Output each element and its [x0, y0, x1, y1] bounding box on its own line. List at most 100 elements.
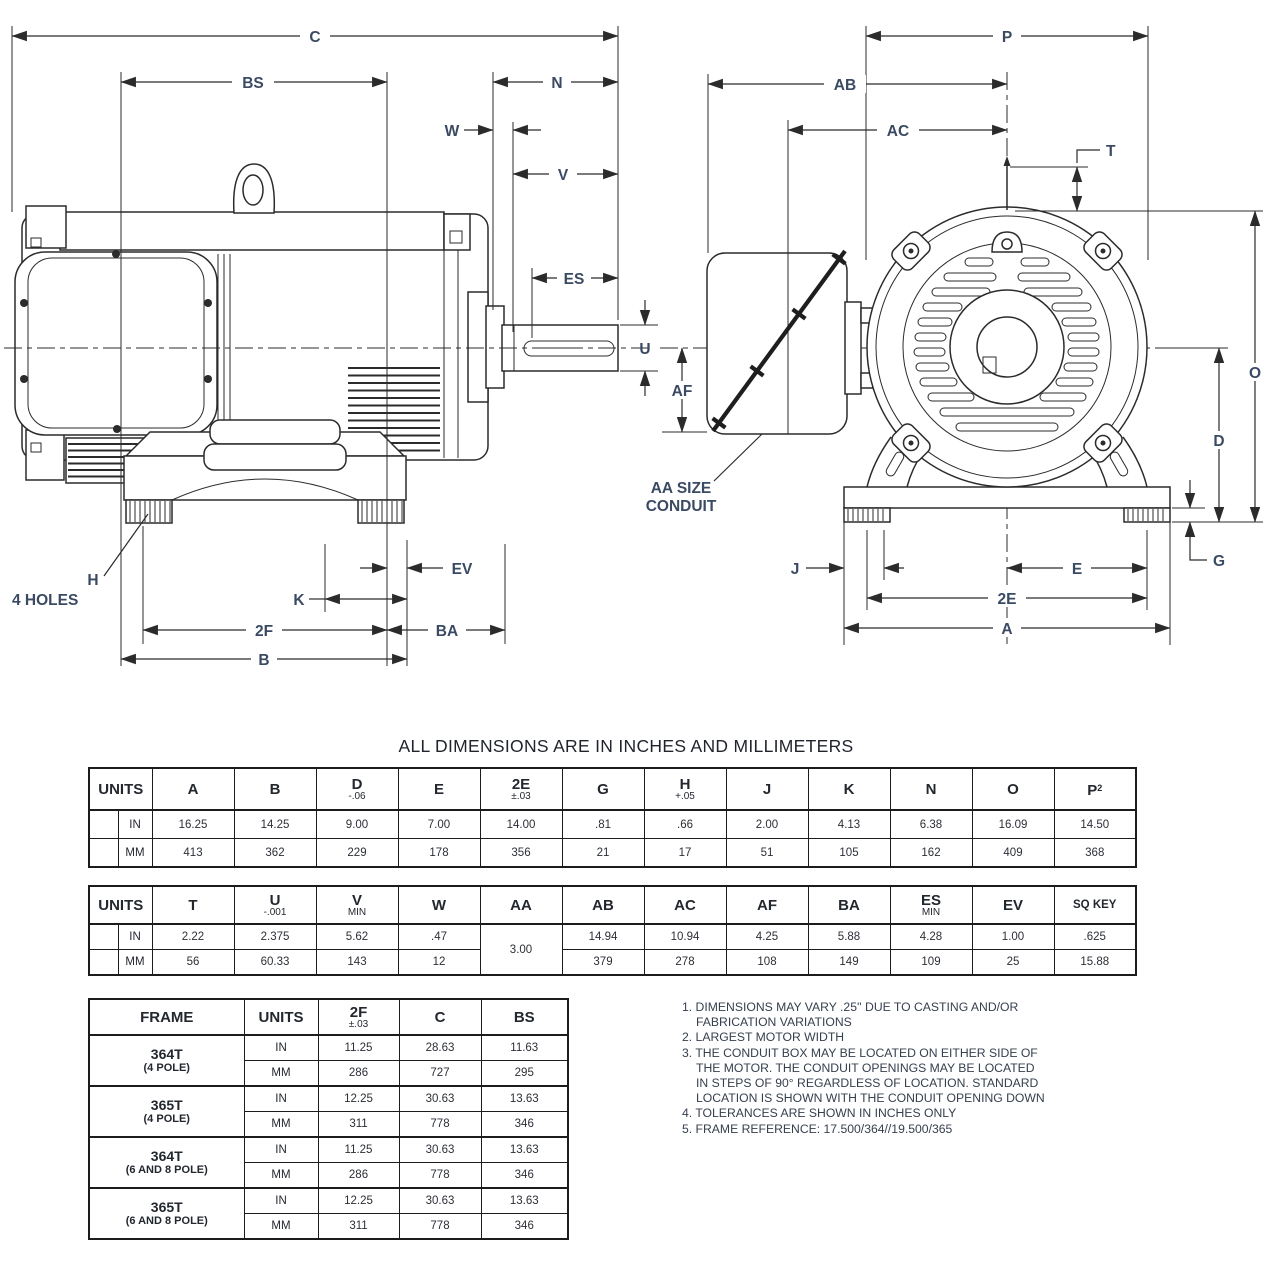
col-2f: 2F±.03 — [317, 998, 400, 1036]
conduit-box-side — [14, 251, 218, 436]
cell: 409 — [971, 838, 1055, 868]
col-ba: BA — [807, 885, 891, 925]
cell: 51 — [725, 838, 809, 868]
cell: 178 — [397, 838, 481, 868]
cell: 149 — [807, 949, 891, 976]
col-af: AF — [725, 885, 809, 925]
dim-label-4holes: 4 HOLES — [12, 592, 78, 609]
frame-cell: 365T(6 AND 8 POLE) — [88, 1187, 245, 1240]
cell: 7.00 — [397, 809, 481, 839]
col-u: U-.001 — [233, 885, 317, 925]
frame-header: FRAME — [88, 998, 245, 1036]
col-d: D-.06 — [315, 767, 399, 811]
end-view-drawing — [660, 72, 1171, 644]
mm-label: MM — [243, 1213, 319, 1240]
cell: 4.25 — [725, 923, 809, 950]
col-ab: AB — [561, 885, 645, 925]
note-line: 2. LARGEST MOTOR WIDTH — [682, 1030, 845, 1045]
col-w: W — [397, 885, 481, 925]
dim-label-w: W — [445, 123, 460, 140]
cell: .66 — [643, 809, 727, 839]
cell: 295 — [480, 1060, 569, 1087]
cell: 21 — [561, 838, 645, 868]
cell: 30.63 — [398, 1136, 482, 1163]
cell: 10.94 — [643, 923, 727, 950]
frame-table-header-row: FRAME UNITS 2F±.03 C BS — [88, 998, 569, 1036]
cell: 286 — [317, 1162, 400, 1189]
col-ev: EV — [971, 885, 1055, 925]
mm-label: MM — [243, 1060, 319, 1087]
cell: 2.00 — [725, 809, 809, 839]
in-label: IN — [243, 1187, 319, 1214]
page-title: ALL DIMENSIONS ARE IN INCHES AND MILLIME… — [398, 736, 854, 756]
technical-drawing: C BS N W V ES U H 4 HOLES EV K 2F BA — [4, 26, 1267, 669]
dim-label-b: B — [258, 652, 269, 669]
cell: 13.63 — [480, 1187, 569, 1214]
cell: 16.09 — [971, 809, 1055, 839]
col-p: P2 — [1053, 767, 1137, 811]
lifting-eye — [232, 163, 276, 214]
frame-cell: 365T(4 POLE) — [88, 1085, 245, 1138]
cell: 778 — [398, 1162, 482, 1189]
cell — [88, 949, 119, 976]
dim-label-j: J — [791, 561, 800, 578]
col-n: N — [889, 767, 973, 811]
cell: 5.62 — [315, 923, 399, 950]
units-header: UNITS — [88, 767, 153, 811]
cell: 13.63 — [480, 1136, 569, 1163]
col-bs: BS — [480, 998, 569, 1036]
cell: 60.33 — [233, 949, 317, 976]
dimension-table-1: UNITS A B D-.06 E 2E±.03 G H+.05 J K N O… — [88, 767, 1137, 868]
note-line: LOCATION IS SHOWN WITH THE CONDUIT OPENI… — [696, 1091, 1045, 1106]
cell: 311 — [317, 1213, 400, 1240]
cell: 4.28 — [889, 923, 973, 950]
table1-header-row: UNITS A B D-.06 E 2E±.03 G H+.05 J K N O… — [88, 767, 1137, 811]
cell: 109 — [889, 949, 973, 976]
cell: 311 — [317, 1111, 400, 1138]
dim-label-d: D — [1213, 433, 1224, 450]
cell: 30.63 — [398, 1187, 482, 1214]
col-g: G — [561, 767, 645, 811]
cell — [88, 838, 119, 868]
cell: 286 — [317, 1060, 400, 1087]
col-h: H+.05 — [643, 767, 727, 811]
col-sqkey: SQ KEY — [1053, 885, 1137, 925]
cell: 229 — [315, 838, 399, 868]
cell: 362 — [233, 838, 317, 868]
cell: 2.375 — [233, 923, 317, 950]
dim-label-es: ES — [564, 271, 585, 288]
cell: 778 — [398, 1111, 482, 1138]
col-c: C — [398, 998, 482, 1036]
dim-label-ac: AC — [887, 123, 909, 140]
col-e: E — [397, 767, 481, 811]
dim-label-2f: 2F — [255, 623, 273, 640]
cell: .625 — [1053, 923, 1137, 950]
dim-label-o: O — [1249, 365, 1261, 382]
frame-cell: 364T(6 AND 8 POLE) — [88, 1136, 245, 1189]
note-line: FABRICATION VARIATIONS — [696, 1015, 852, 1030]
note-line: THE MOTOR. THE CONDUIT OPENINGS MAY BE L… — [696, 1060, 1035, 1075]
cell: 9.00 — [315, 809, 399, 839]
col-o: O — [971, 767, 1055, 811]
dim-label-n: N — [551, 75, 562, 92]
dim-label-p: P — [1002, 29, 1012, 46]
in-label: IN — [243, 1034, 319, 1061]
dim-label-k: K — [293, 592, 305, 609]
dim-label-u: U — [639, 341, 650, 358]
cell: 28.63 — [398, 1034, 482, 1061]
cell: 346 — [480, 1213, 569, 1240]
cell — [88, 809, 119, 839]
dim-label-aa-size: AA SIZE — [651, 480, 712, 497]
mm-label: MM — [117, 949, 153, 976]
end-view-dimensions: P AB AC T O D G AF AA SIZE CONDUIT J E 2… — [646, 26, 1267, 645]
cell: 30.63 — [398, 1085, 482, 1112]
cell: 1.00 — [971, 923, 1055, 950]
cell: 16.25 — [151, 809, 235, 839]
cell: 143 — [315, 949, 399, 976]
